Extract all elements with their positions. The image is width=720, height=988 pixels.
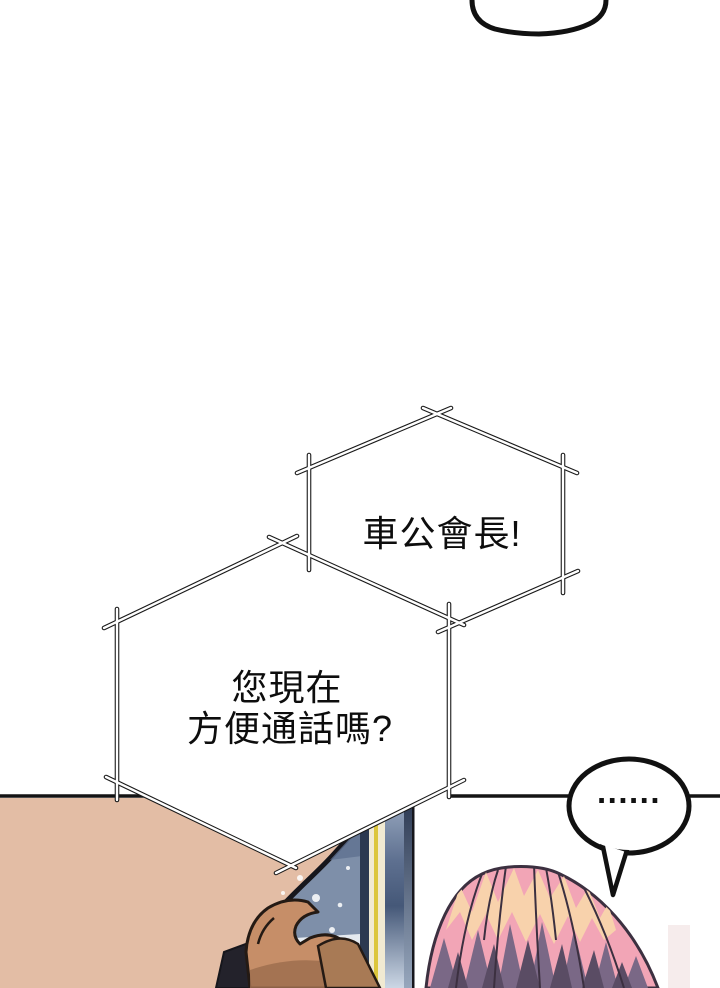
window-frame-yellow-line [374,820,378,988]
hair-strand-lines [455,866,625,988]
hand-holding-phone [214,898,382,988]
background-streak [668,925,690,988]
hair-highlight [446,868,616,944]
finger-shadowed [316,937,382,988]
knuckle-crease [256,917,275,945]
phone-bubble-2-line-1: 您現在 [231,667,343,708]
glass-edge [404,802,412,988]
glass-strip [385,806,404,988]
top-partial-bubble [469,0,609,37]
background-wall [0,798,352,988]
phone-bubble-2-line-2: 方便通話嗎? [187,708,394,749]
phone-bubble-2-text: 您現在 方便通話嗎? [187,667,394,749]
phone-bubble-1-text: 車公會長! [362,513,522,554]
phone-voice-bubble-1 [309,414,563,630]
silence-bubble [566,756,692,898]
hair-shadow-spikes-dark [448,940,632,988]
pink-haired-character [424,865,690,988]
phone-voice-bubble-2 [117,543,450,865]
window-frame-dark [360,824,369,988]
phone-bubble-stick-cores [102,406,580,875]
silence-bubble-text: ...... [596,773,661,810]
